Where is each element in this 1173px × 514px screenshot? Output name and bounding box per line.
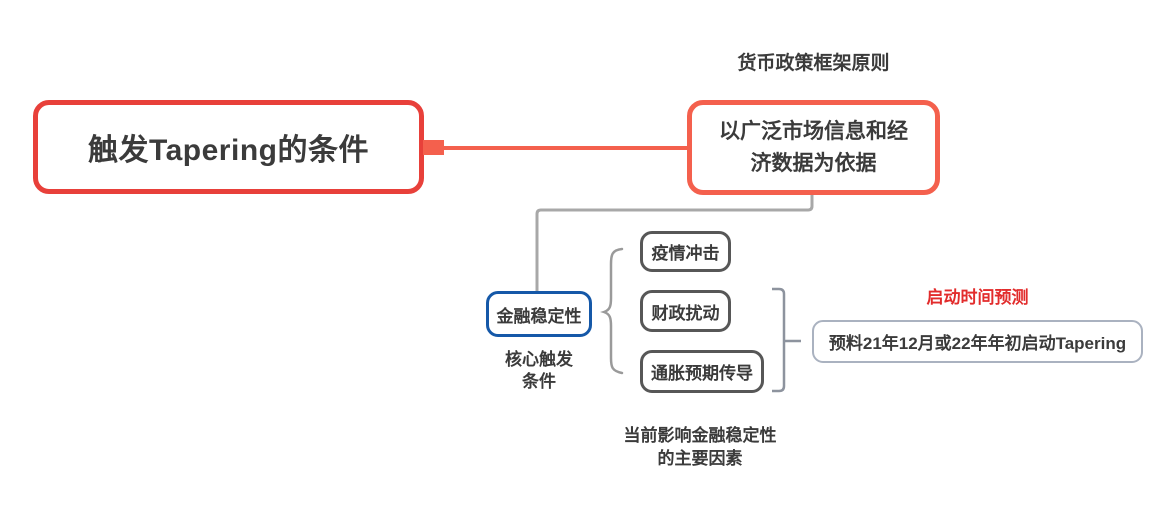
prediction-floating-label[interactable]: 启动时间预测	[926, 288, 1029, 307]
elbow-connector	[535, 195, 814, 291]
root-connector-line	[442, 146, 689, 150]
factor-topic-fiscal[interactable]: 财政扰动	[640, 290, 731, 332]
framework-floating-label[interactable]: 货币政策框架原则	[737, 53, 890, 74]
prediction-topic[interactable]: 预料21年12月或22年年初启动Tapering	[812, 320, 1143, 363]
stability-note[interactable]: 核心触发 条件	[505, 350, 573, 391]
framework-topic[interactable]: 以广泛市场信息和经 济数据为依据	[687, 100, 940, 195]
stability-label: 金融稳定性	[496, 306, 582, 326]
framework-line2: 济数据为依据	[750, 151, 877, 175]
stability-topic[interactable]: 金融稳定性	[486, 291, 592, 337]
framework-line1: 以广泛市场信息和经	[719, 119, 908, 143]
root-topic-label: 触发Tapering的条件	[88, 134, 369, 167]
factor-topic-inflation[interactable]: 通胀预期传导	[640, 350, 764, 393]
curly-brace	[600, 247, 624, 375]
factor-topic-pandemic[interactable]: 疫情冲击	[640, 231, 731, 272]
square-bracket	[772, 287, 786, 393]
root-connector-nub	[423, 140, 444, 155]
root-topic[interactable]: 触发Tapering的条件	[33, 100, 424, 194]
factors-note[interactable]: 当前影响金融稳定性 的主要因素	[623, 426, 777, 468]
